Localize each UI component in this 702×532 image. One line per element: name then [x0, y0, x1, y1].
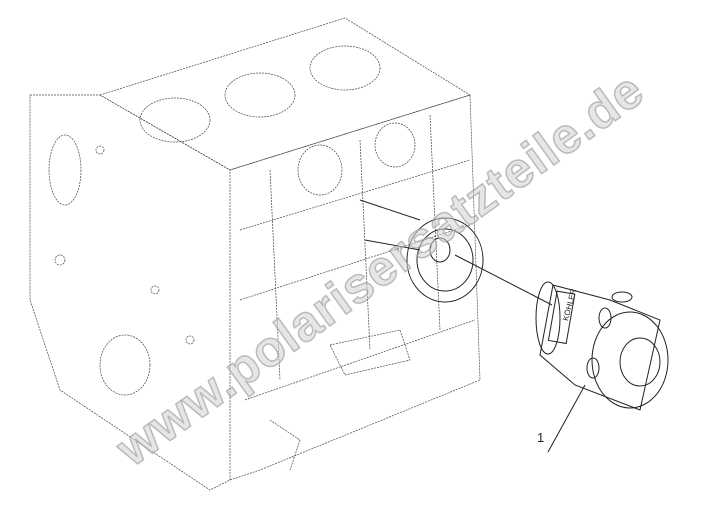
callout-leader-line — [547, 384, 586, 453]
callout-label-1[interactable]: 1 — [537, 430, 545, 445]
leader-line-to-adapter — [454, 254, 553, 306]
oil-filter[interactable]: KOHLER — [535, 281, 669, 411]
engine-block — [29, 17, 484, 491]
